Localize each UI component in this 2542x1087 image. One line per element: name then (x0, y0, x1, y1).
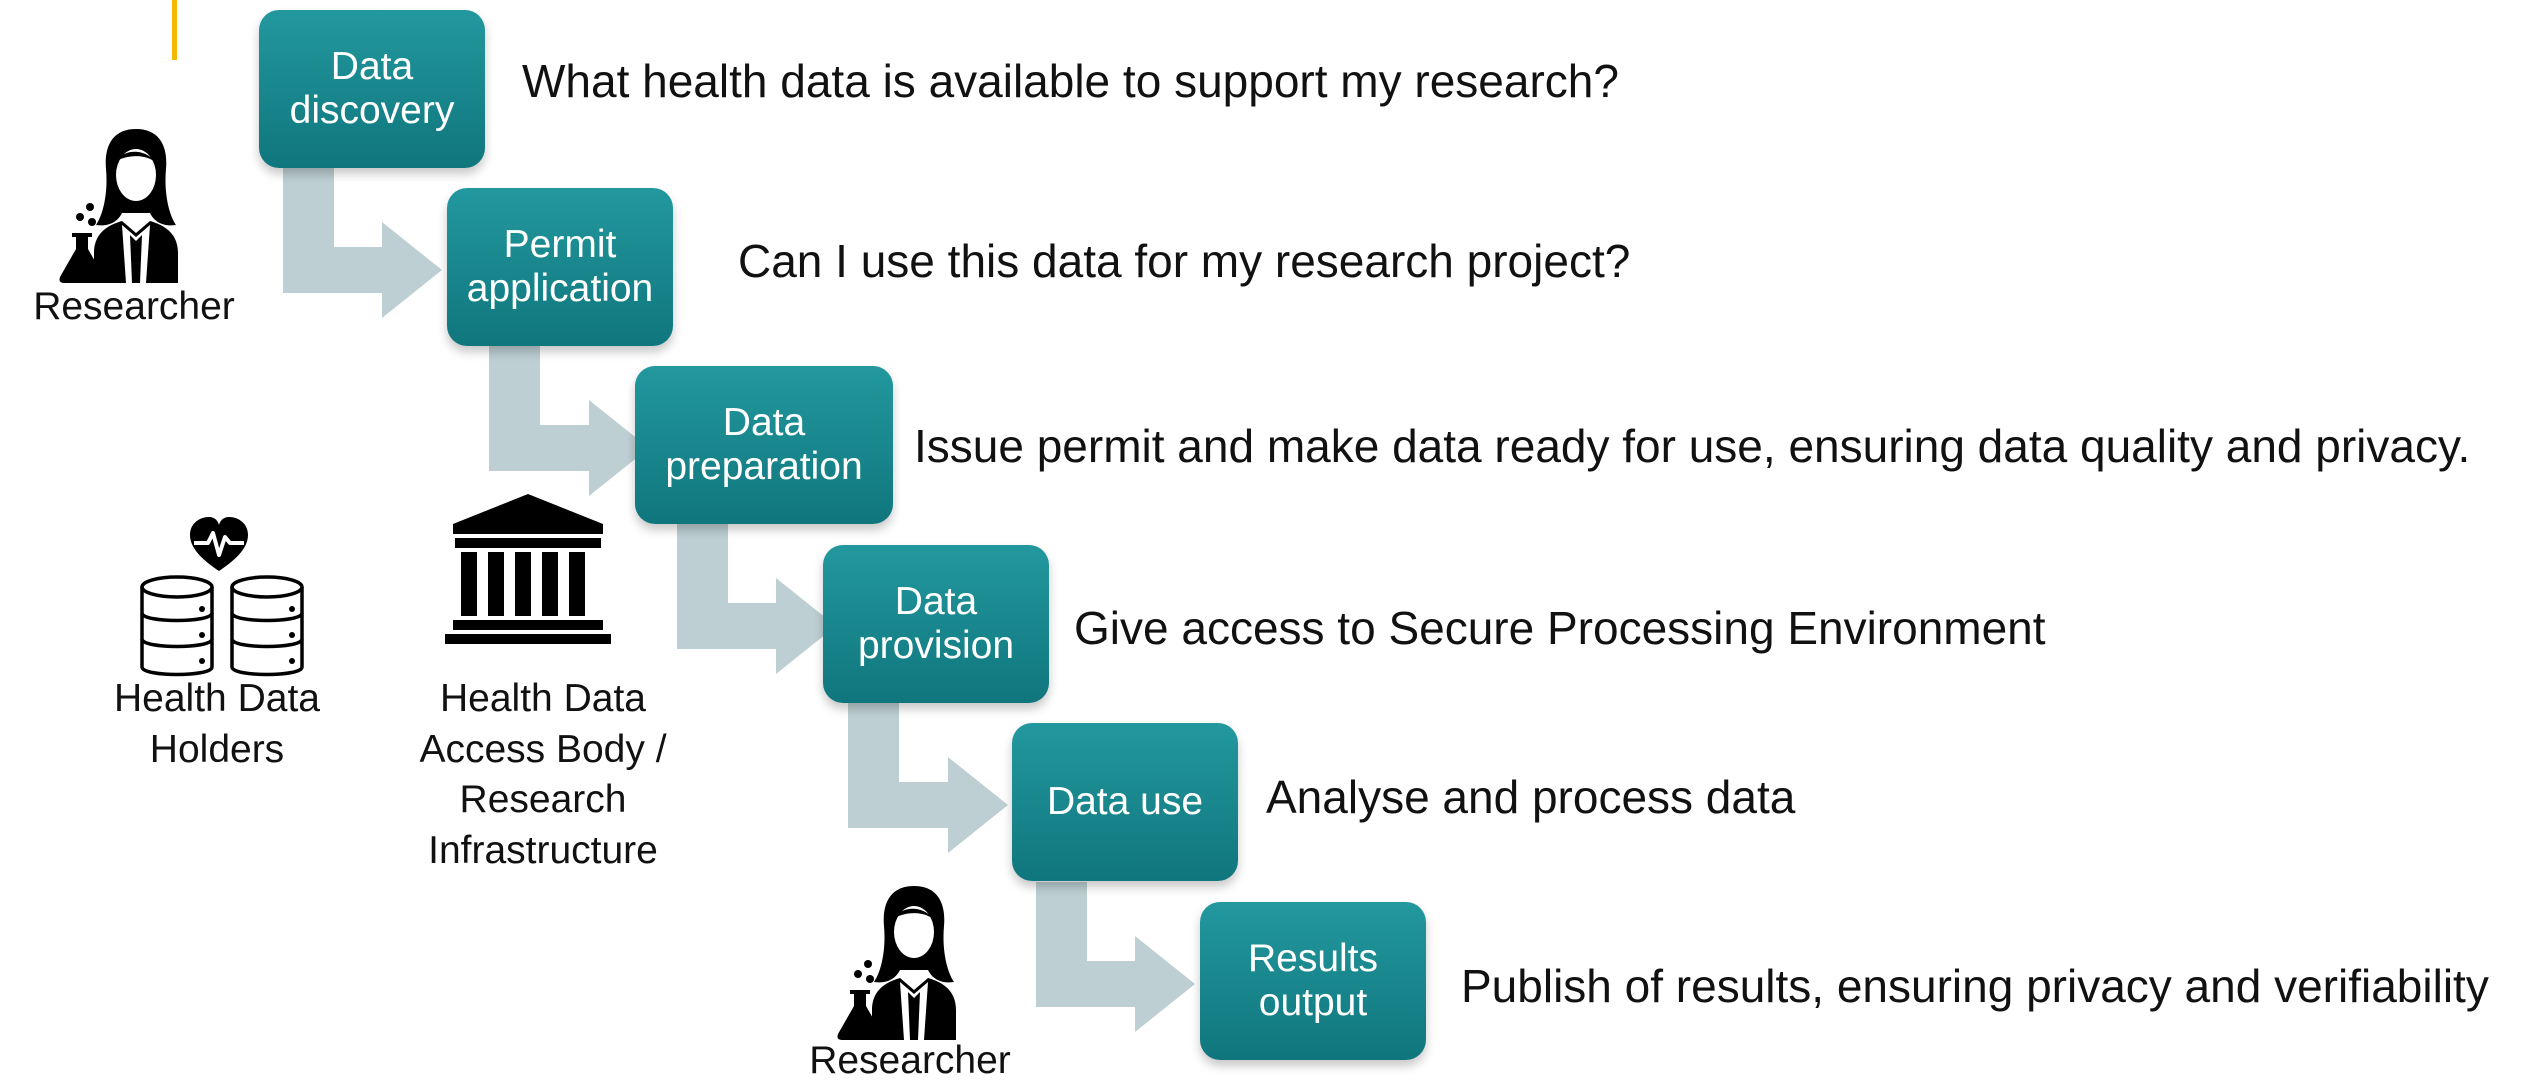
health-database-icon (138, 515, 308, 688)
connector-arrow-4 (848, 703, 1008, 853)
step-description-results: Publish of results, ensuring privacy and… (1461, 960, 2489, 1012)
step-description-discovery: What health data is available to support… (522, 55, 1619, 107)
step-data-preparation: Data preparation (635, 366, 893, 524)
connector-arrow-3 (677, 524, 836, 674)
researcher-icon (828, 882, 988, 1047)
connector-arrow-5 (1036, 882, 1195, 1032)
institution-building-icon (443, 490, 613, 651)
accent-bar (172, 0, 177, 60)
connector-arrow-1 (283, 168, 442, 318)
step-data-use: Data use (1012, 723, 1238, 881)
step-description-preparation: Issue permit and make data ready for use… (914, 420, 2471, 472)
step-description-provision: Give access to Secure Processing Environ… (1074, 602, 2046, 654)
health-data-holders-label: Health Data Holders (114, 677, 320, 771)
health-data-access-body-label: Health Data Access Body / Research Infra… (419, 677, 667, 873)
researcher-label-bottom: Researcher (809, 1039, 1011, 1082)
step-description-use: Analyse and process data (1266, 771, 1796, 823)
step-data-provision: Data provision (823, 545, 1049, 703)
researcher-label-top: Researcher (33, 285, 235, 328)
researcher-icon (50, 125, 210, 290)
step-permit-application: Permit application (447, 188, 673, 346)
step-description-permit: Can I use this data for my research proj… (738, 235, 1631, 287)
step-results-output: Results output (1200, 902, 1426, 1060)
connector-arrow-2 (489, 346, 649, 496)
step-data-discovery: Data discovery (259, 10, 485, 168)
